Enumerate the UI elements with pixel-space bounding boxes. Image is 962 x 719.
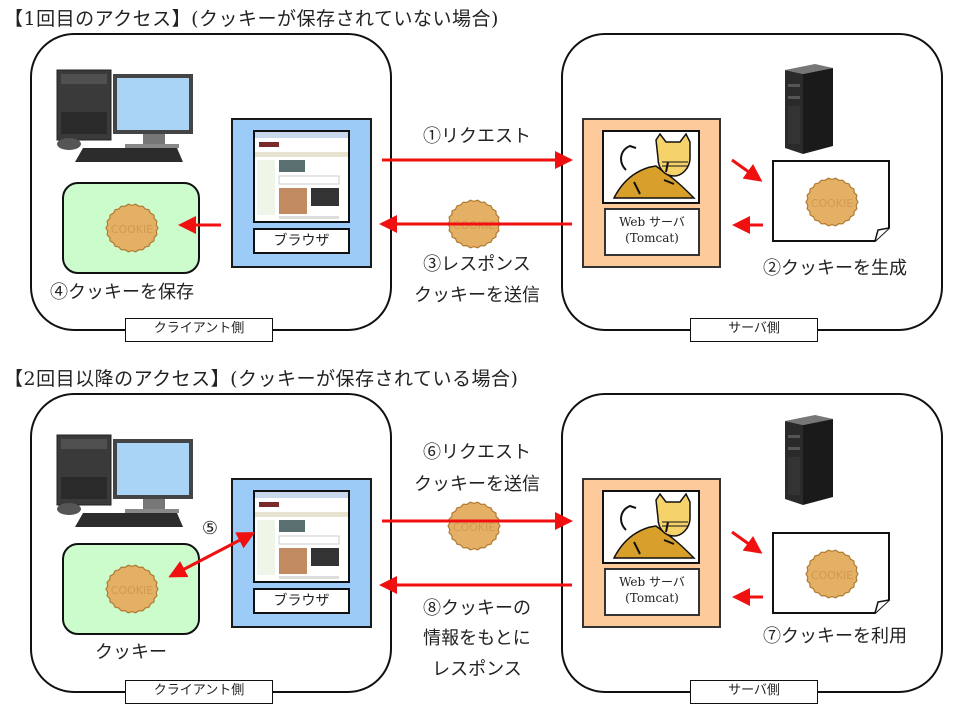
step8-label-line2: 情報をもとに [423,628,531,649]
cookie-document-1: COOKIE [772,160,890,242]
step6-label-line1: ⑥リクエスト [423,442,531,463]
step5-label: ⑤ [201,518,219,539]
section2-heading: 【2回目以降のアクセス】(クッキーが保存されている場合) [4,368,519,390]
cookie-icon: COOKIE [804,548,860,600]
web-server-label-line1: Web サーバ [619,575,685,589]
browser-box-1[interactable]: ブラウザ [231,118,372,268]
cookie-icon: COOKIE [804,176,860,228]
desktop-pc-icon [55,62,195,167]
step8-label-line1: ⑧クッキーの [423,598,531,619]
svg-text:COOKIE: COOKIE [453,521,495,534]
step4-label: ④クッキーを保存 [50,282,194,303]
svg-text:COOKIE: COOKIE [811,569,853,582]
tomcat-logo-icon [602,490,700,564]
browser-screenshot-icon [253,490,350,583]
cookie-document-2: COOKIE [772,532,890,614]
step8-label-line3: レスポンス [432,659,522,680]
step6-label-line2: クッキーを送信 [414,474,540,495]
tomcat-logo-icon [602,130,700,204]
section1-heading: 【1回目のアクセス】(クッキーが保存されていない場合) [4,8,499,30]
server-zone-label-1: サーバ側 [690,318,818,342]
step3-label-line2: クッキーを送信 [414,285,540,306]
cookie-icon: COOKIE [446,500,502,552]
web-server-label-2: Web サーバ (Tomcat) [604,568,700,616]
web-server-label-1: Web サーバ (Tomcat) [604,208,700,256]
browser-label-2: ブラウザ [253,588,350,614]
svg-text:COOKIE: COOKIE [111,584,153,597]
browser-box-2[interactable]: ブラウザ [231,478,372,628]
client-zone-label-1: クライアント側 [125,318,273,342]
step7-label: ⑦クッキーを利用 [763,626,907,647]
svg-text:COOKIE: COOKIE [453,219,495,232]
svg-text:COOKIE: COOKIE [811,197,853,210]
server-tower-icon [775,413,835,505]
step2-label: ②クッキーを生成 [763,258,907,279]
cookie-icon: COOKIE [446,198,502,250]
cookie-store-1: COOKIE [62,182,200,274]
cookie-icon: COOKIE [104,563,160,615]
svg-text:COOKIE: COOKIE [111,223,153,236]
desktop-pc-icon [55,427,195,532]
browser-label-1: ブラウザ [253,228,350,254]
cookie-store-caption: クッキー [95,642,167,663]
step1-label: ①リクエスト [423,126,531,147]
client-zone-label-2: クライアント側 [125,680,273,704]
server-tower-icon [775,62,835,154]
web-server-label-line2: (Tomcat) [625,231,679,245]
step3-label-line1: ③レスポンス [423,254,531,275]
cookie-icon: COOKIE [104,202,160,254]
cookie-store-2: COOKIE [62,543,200,635]
browser-screenshot-icon [253,130,350,223]
web-server-box-2[interactable]: Web サーバ (Tomcat) [582,478,721,628]
server-zone-label-2: サーバ側 [690,680,818,704]
web-server-label-line1: Web サーバ [619,215,685,229]
web-server-label-line2: (Tomcat) [625,591,679,605]
web-server-box-1[interactable]: Web サーバ (Tomcat) [582,118,721,268]
